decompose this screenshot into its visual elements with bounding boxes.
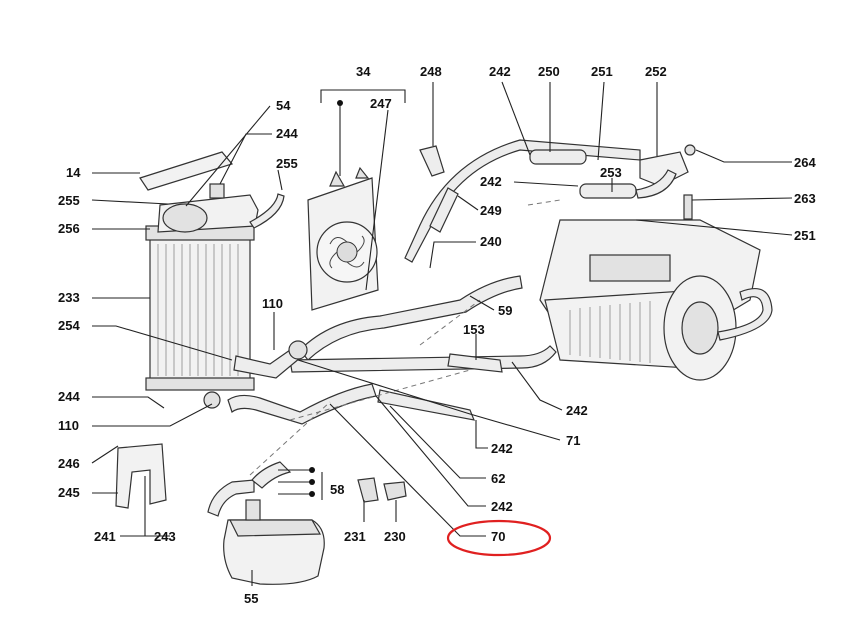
fan-assembly [307,166,379,311]
callout-244: 244 [276,126,298,141]
callout-110: 110 [58,418,79,433]
callout-250: 250 [538,64,560,79]
callout-242: 242 [491,499,513,514]
callout-231: 231 [344,529,366,544]
callout-244: 244 [58,389,80,404]
hoses [203,139,677,425]
callout-263: 263 [794,191,816,206]
callout-230: 230 [384,529,406,544]
callout-255: 255 [58,193,80,208]
mount-bracket [115,443,167,509]
callout-251: 251 [591,64,613,79]
radiator [145,183,285,391]
engine-block [539,219,773,381]
callout-245: 245 [58,485,80,500]
callout-264: 264 [794,155,816,170]
callout-14: 14 [66,165,81,180]
callout-110: 110 [262,296,283,311]
callout-248: 248 [420,64,442,79]
callout-71: 71 [566,433,580,448]
callout-254: 254 [58,318,80,333]
callout-54: 54 [276,98,291,113]
callout-62: 62 [491,471,505,486]
callout-246: 246 [58,456,80,471]
callout-255: 255 [276,156,298,171]
callout-252: 252 [645,64,667,79]
callout-58: 58 [330,482,344,497]
highlight-ellipse-70 [446,519,552,557]
callout-243: 243 [154,529,176,544]
callout-70: 70 [491,529,505,544]
callout-242: 242 [480,174,502,189]
leader-lines [91,81,793,586]
callout-233: 233 [58,290,80,305]
callout-240: 240 [480,234,502,249]
callout-59: 59 [498,303,512,318]
callout-153: 153 [463,322,485,337]
callout-251: 251 [794,228,816,243]
callout-34: 34 [356,64,371,79]
clip-230 [383,481,407,501]
callout-242: 242 [566,403,588,418]
callout-241: 241 [94,529,116,544]
callout-55: 55 [244,591,258,606]
clip-231 [357,477,379,503]
callout-256: 256 [58,221,80,236]
callout-labels: 34 248 242 250 251 252 54 247 244 14 255… [58,64,816,606]
callout-253: 253 [600,165,622,180]
callout-242: 242 [491,441,513,456]
callout-247: 247 [370,96,392,111]
callout-242: 242 [489,64,511,79]
expansion-tank [207,461,325,585]
plate-14 [139,151,234,191]
callout-249: 249 [480,203,502,218]
